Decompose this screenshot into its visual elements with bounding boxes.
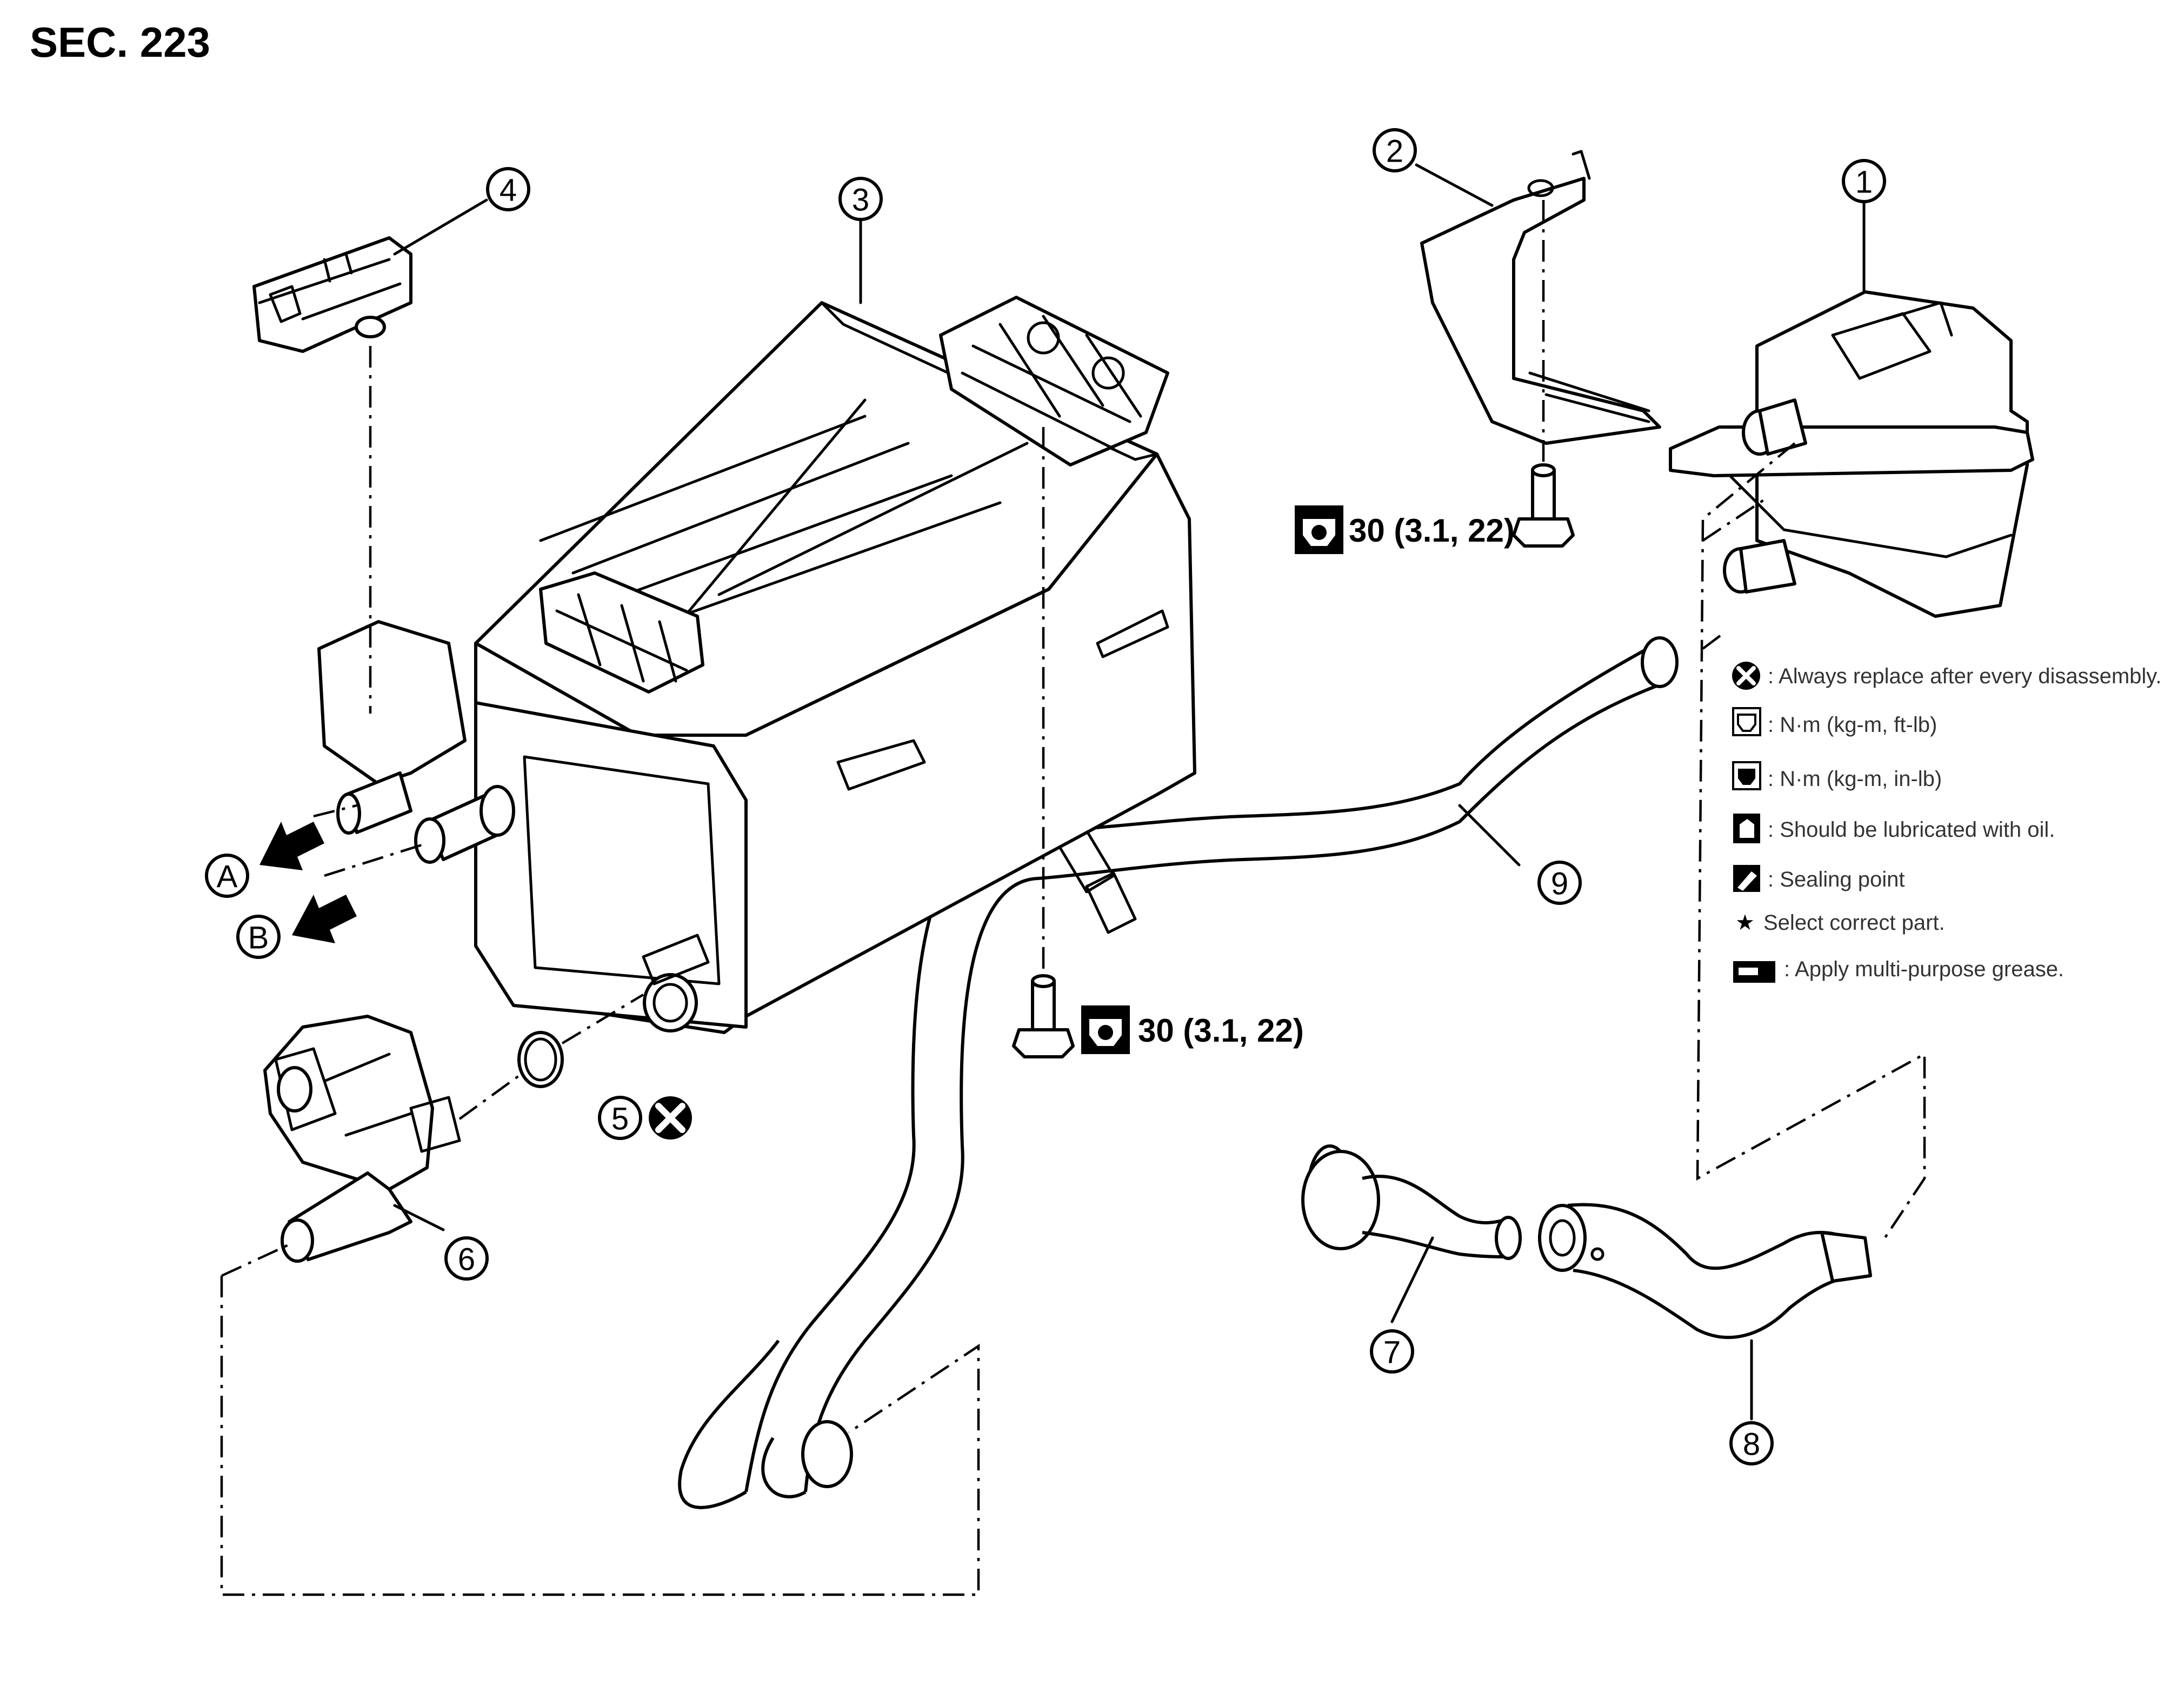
evap-pressure-sensor-4 [252,236,412,353]
callout-7: 7 [1370,1329,1414,1374]
legend-text-sealing: : Sealing point [1768,868,1905,891]
replace-icon [649,1096,692,1140]
callout-9: 9 [1537,861,1582,905]
torque-ft-lb-icon [1732,707,1761,736]
torque-in-lb-icon [1732,761,1761,790]
legend-text-select-part: Select correct part. [1763,911,1945,935]
callout-a: A [205,854,249,898]
svg-text:30 (3.1, 22): 30 (3.1, 22) [1138,1012,1304,1049]
svg-text:8: 8 [1743,1427,1760,1462]
hose-8 [1538,1203,1872,1340]
callout-2: 2 [1373,128,1417,172]
legend-text-torque-ft-lb: : N·m (kg-m, ft-lb) [1768,713,1937,737]
svg-text:1: 1 [1855,165,1873,200]
svg-text:4: 4 [500,173,517,208]
svg-text:3: 3 [852,183,869,218]
svg-text:30 (3.1, 22): 30 (3.1, 22) [1349,512,1515,549]
grease-icon [1733,961,1775,983]
bolt-canister [1012,974,1075,1058]
evap-canister-3 [317,296,1196,1034]
legend-text-grease: : Apply multi-purpose grease. [1784,957,2064,981]
canister-bracket-2 [1420,150,1661,445]
svg-text:7: 7 [1383,1335,1401,1370]
svg-text:6: 6 [458,1242,475,1277]
arrow-a [259,822,324,870]
svg-text:2: 2 [1386,134,1403,169]
arrow-b [292,895,357,943]
leader-lines [393,163,1866,1421]
callout-6: 6 [444,1236,489,1281]
assembly-lines [220,200,1926,1596]
svg-text:B: B [248,921,269,956]
legend-text-replace: : Always replace after every disassembly… [1768,664,2161,688]
legend-text-oil: : Should be lubricated with oil. [1768,818,2055,842]
sealing-icon [1733,865,1760,892]
svg-text:5: 5 [611,1102,629,1137]
vent-control-valve-6 [263,1015,461,1263]
svg-text:9: 9 [1551,867,1568,902]
section-title: SEC. 223 [30,18,210,66]
callout-3: 3 [838,177,883,221]
replace-legend-icon [1732,662,1760,690]
drain-filter-1 [1669,290,2034,618]
bolt-bracket [1512,463,1575,548]
legend: ★ : Always replace after every disassemb… [1732,662,2161,983]
star-icon: ★ [1735,910,1755,935]
legend-text-torque-in-lb: : N·m (kg-m, in-lb) [1768,767,1942,791]
oil-can-icon [1733,814,1760,843]
torque-spec-canister: 30 (3.1, 22) [1081,1005,1304,1054]
callout-4: 4 [486,167,530,211]
torque-spec-bracket: 30 (3.1, 22) [1295,505,1515,554]
callout-1: 1 [1842,159,1886,203]
svg-text:A: A [217,860,238,895]
hose-7 [1301,1144,1522,1260]
callout-5: 5 [598,1096,642,1140]
callout-8: 8 [1729,1421,1774,1465]
callout-b: B [236,915,281,959]
